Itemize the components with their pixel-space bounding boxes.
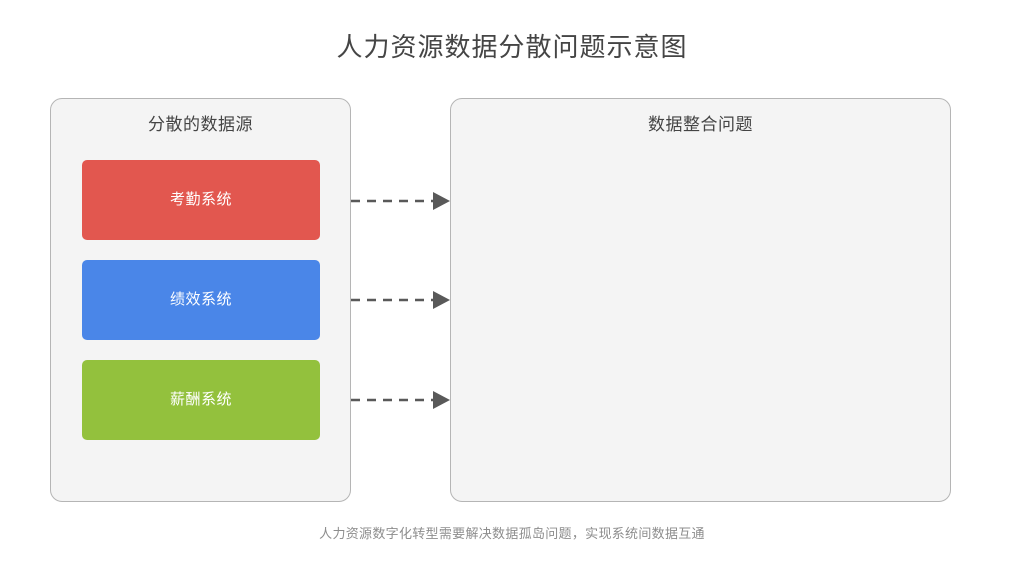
- panel-integration-problems: 数据整合问题: [450, 98, 951, 502]
- arrowhead-icon: [433, 192, 450, 210]
- system-box-attendance-label: 考勤系统: [169, 191, 232, 208]
- arrowhead-icon: [433, 391, 450, 409]
- arrowhead-icon: [433, 291, 450, 309]
- panel-integration-problems-header: 数据整合问题: [648, 115, 753, 134]
- system-box-payroll-label: 薪酬系统: [169, 391, 232, 408]
- system-box-payroll[interactable]: 薪酬系统: [82, 360, 320, 440]
- system-box-performance[interactable]: 绩效系统: [82, 260, 320, 340]
- panel-data-sources-header: 分散的数据源: [148, 115, 253, 134]
- panel-data-sources: 分散的数据源 考勤系统 绩效系统 薪酬系统: [50, 98, 351, 502]
- page-title: 人力资源数据分散问题示意图: [336, 32, 688, 62]
- footer-note: 人力资源数字化转型需要解决数据孤岛问题，实现系统间数据互通: [319, 526, 705, 541]
- system-box-performance-label: 绩效系统: [169, 291, 232, 308]
- system-box-attendance[interactable]: 考勤系统: [82, 160, 320, 240]
